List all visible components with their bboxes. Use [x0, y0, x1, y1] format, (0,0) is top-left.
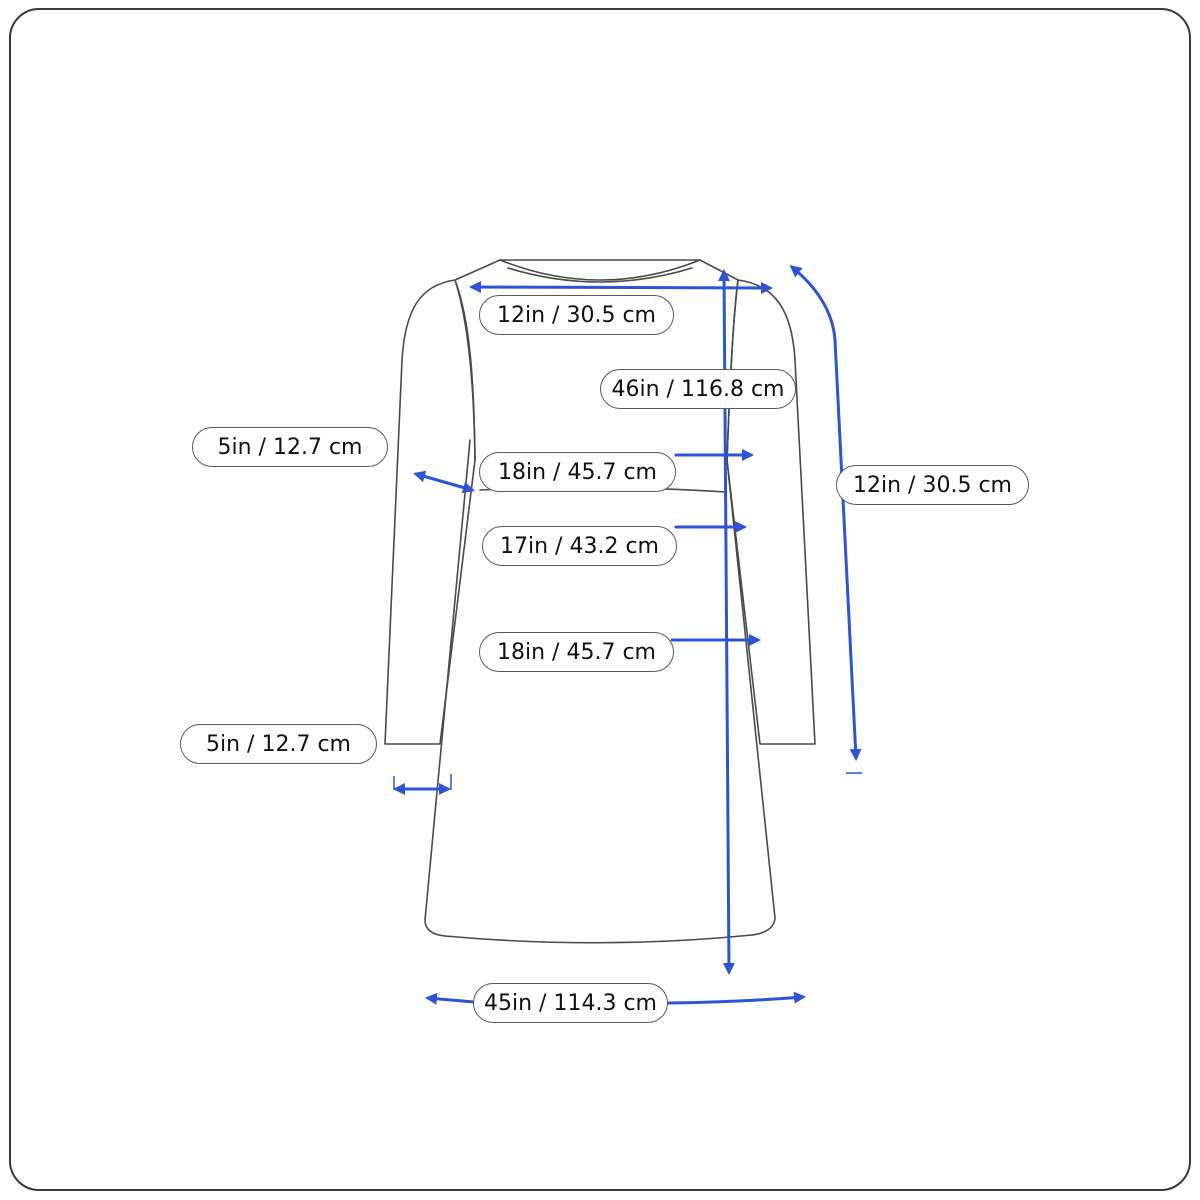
body-right-side: [726, 459, 776, 936]
left-sleeve: [384, 279, 476, 745]
hem-label: 45in / 114.3 cm: [473, 983, 668, 1023]
hem-line: [444, 934, 753, 944]
body-left-side: [424, 439, 471, 937]
waist-label: 17in / 43.2 cm: [482, 526, 677, 566]
shoulder-label: 12in / 30.5 cm: [479, 295, 674, 335]
length-label: 46in / 116.8 cm: [600, 369, 796, 409]
bicep-arrow: [413, 470, 475, 494]
neckline: [499, 259, 701, 283]
sleeve-length-label: 12in / 30.5 cm: [836, 465, 1029, 505]
hip-label: 18in / 45.7 cm: [479, 632, 674, 672]
hem-arrow-left: [425, 992, 476, 1005]
dress-outline: [384, 259, 816, 944]
cuff-label: 5in / 12.7 cm: [180, 724, 377, 764]
shoulder-seams: [454, 259, 739, 281]
right-sleeve: [726, 279, 816, 745]
bust-label: 18in / 45.7 cm: [479, 452, 676, 492]
sleeve-length-arrow: [789, 265, 862, 761]
bicep-label: 5in / 12.7 cm: [192, 427, 388, 467]
front-panel-left: [454, 279, 476, 461]
measurement-arrows: [393, 265, 862, 1005]
hem-arrow-right: [666, 991, 806, 1005]
